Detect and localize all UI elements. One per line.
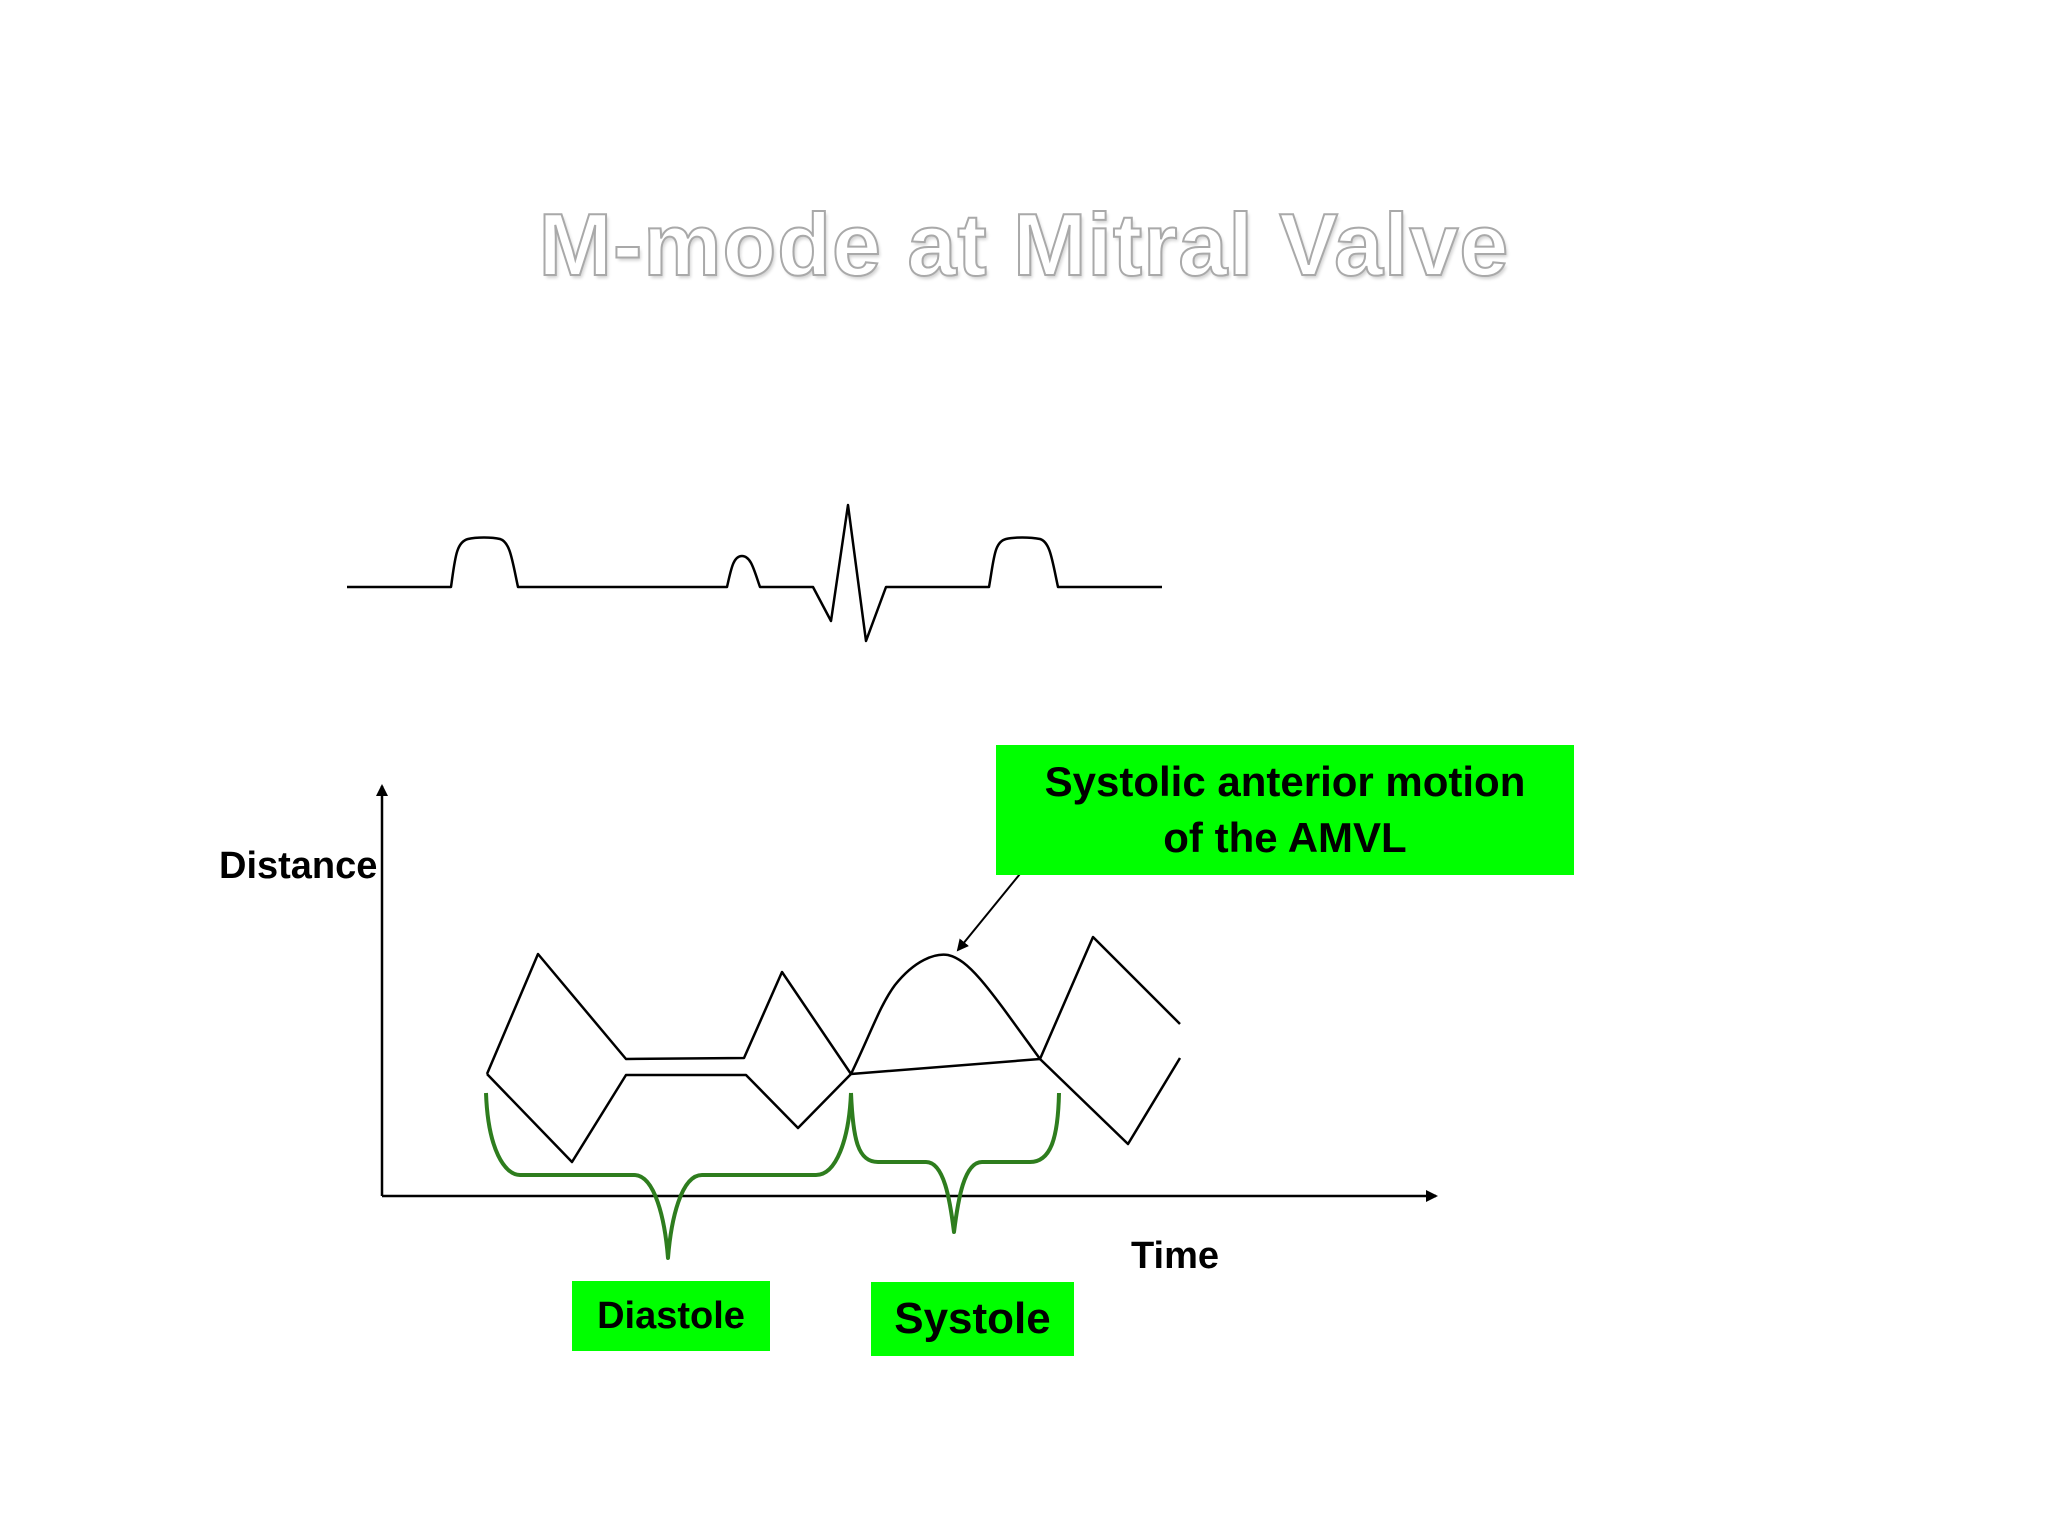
- slide-title: M-mode at Mitral Valve: [538, 194, 1510, 295]
- diastole-brace: [484, 1092, 853, 1260]
- systole-brace: [849, 1092, 1061, 1234]
- systole-label-box: Systole: [871, 1282, 1074, 1356]
- sam-callout-line1: Systolic anterior motion: [1044, 758, 1526, 805]
- amvl-trace: [485, 935, 1181, 1076]
- systole-label: Systole: [894, 1294, 1051, 1343]
- ecg-trace: [347, 503, 1162, 643]
- diastole-label: Diastole: [597, 1294, 745, 1337]
- sam-pointer-arrow: [956, 868, 1025, 952]
- pmvl-trace: [486, 1057, 1182, 1164]
- sam-callout-box: Systolic anterior motion of the AMVL: [996, 745, 1574, 875]
- x-axis-label: Time: [1131, 1235, 1219, 1277]
- diastole-label-box: Diastole: [572, 1281, 770, 1351]
- y-axis-label: Distance: [219, 845, 377, 887]
- sam-callout-line2: of the AMVL: [1163, 814, 1407, 861]
